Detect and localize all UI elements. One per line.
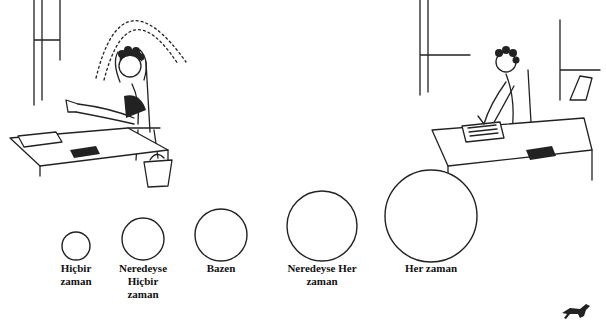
scale-circle: Hiçbir zaman [51,231,101,288]
circle [287,191,357,261]
circle [122,218,164,260]
scale-label: Hiçbir zaman [53,262,99,288]
circle [195,209,247,261]
circle-outline [121,217,165,261]
scale-label: Neredeyse Her zaman [286,262,358,288]
scale-circle: Neredeyse Hiçbir zaman [111,217,175,302]
circle [62,232,90,260]
scale-label: Her zaman [386,262,476,275]
circle-outline [286,190,358,262]
circle-outline [194,208,248,262]
scale-circle: Her zaman [382,169,480,275]
scale-label: Bazen [191,262,251,275]
circle-outline [61,231,91,261]
circle-outline [384,169,478,263]
scale-circle: Neredeyse Her zaman [284,190,360,288]
circle [385,170,477,262]
scale-circle: Bazen [189,208,253,275]
scale-label: Neredeyse Hiçbir zaman [113,262,173,302]
